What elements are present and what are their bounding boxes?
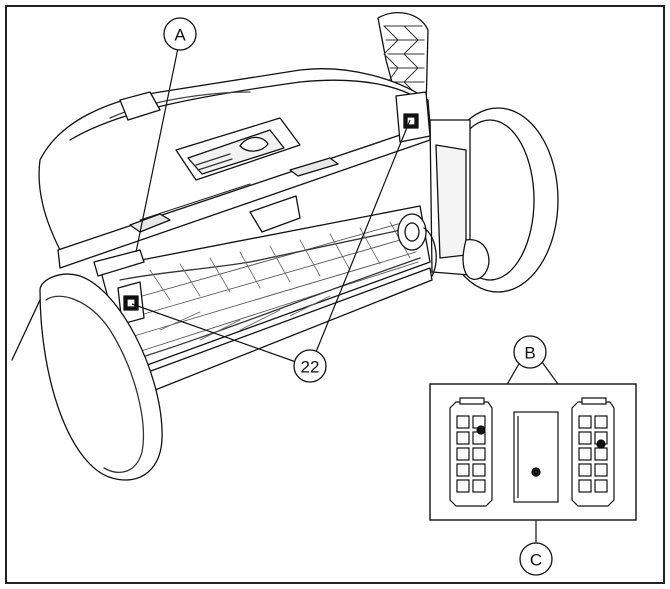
front-roller-bar: [93, 249, 145, 277]
callout-b-circle: [513, 335, 547, 369]
callout-a-circle: [163, 17, 197, 51]
detail-inset: [429, 383, 637, 521]
leader-22-right: [315, 119, 411, 353]
adjust-block-b-right: [571, 397, 615, 507]
height-adjust-block-right: [395, 91, 431, 143]
callout-b-label: B: [524, 344, 535, 363]
leader-22-left: [131, 303, 297, 363]
leader-a: [135, 47, 179, 253]
callout-c-circle: [519, 542, 553, 576]
callout-22-label: 22: [301, 358, 320, 377]
reel-cylinder: [99, 205, 437, 393]
height-adjust-block-left: [117, 281, 145, 325]
callout-22-circle: [293, 349, 327, 383]
spacer-plate-c: [513, 411, 559, 503]
callout-a-label: A: [174, 26, 186, 45]
mower-deck: [38, 68, 431, 269]
adjust-block-b-left: [449, 397, 493, 507]
front-wheel-left: [11, 273, 163, 481]
rear-wheel-right: [429, 107, 559, 293]
callout-c-label: C: [530, 551, 542, 570]
